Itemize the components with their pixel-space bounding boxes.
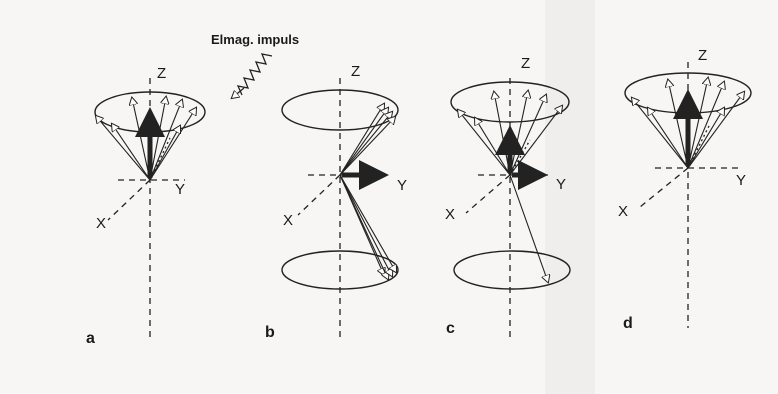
lower-cone-rim: [453, 250, 571, 290]
spin-vector: [475, 118, 511, 176]
x-axis: [465, 174, 511, 214]
spin-vector: [339, 104, 384, 176]
spin-vector: [339, 112, 392, 176]
dotted-vector: [687, 123, 711, 169]
pulse-label: Elmag. impuls: [211, 32, 299, 47]
panel-d: Z Y X d: [618, 47, 752, 332]
panel-a: Z Y X a: [86, 65, 206, 347]
y-axis-label: Y: [397, 177, 407, 194]
y-axis-label: Y: [556, 176, 566, 193]
spin-vector: [339, 174, 388, 279]
x-axis-label: X: [283, 212, 293, 229]
x-axis-label: X: [618, 203, 628, 220]
spin-vector: [668, 80, 689, 169]
spin-vector: [632, 98, 689, 169]
spin-vector: [687, 92, 744, 169]
spin-vector: [509, 174, 548, 282]
panel-label-a: a: [86, 330, 95, 347]
spin-vector: [339, 108, 388, 176]
z-axis-label: Z: [351, 63, 360, 80]
x-axis: [297, 174, 341, 216]
x-axis-label: X: [96, 215, 106, 232]
panel-label-b: b: [265, 324, 275, 341]
spin-vector: [687, 108, 724, 169]
spin-vector: [96, 116, 151, 181]
dotted-vector: [509, 139, 531, 176]
panel-b: Z Y X b: [265, 63, 407, 341]
spin-vector: [687, 78, 708, 169]
scan-shadow: [545, 0, 595, 394]
y-axis-label: Y: [736, 172, 746, 189]
spin-vector: [339, 174, 396, 272]
electromagnetic-pulse: Elmag. impuls: [211, 32, 299, 98]
x-axis-label: X: [445, 206, 455, 223]
pulse-direction-arrow: [232, 87, 245, 98]
y-axis-label: Y: [175, 181, 185, 198]
upper-cone-rim: [450, 81, 570, 123]
spin-vector: [149, 100, 182, 181]
z-axis-label: Z: [157, 65, 166, 82]
panel-label-c: c: [446, 320, 455, 337]
spin-vector: [339, 174, 392, 276]
spin-vector: [648, 108, 689, 169]
spin-vector: [149, 108, 196, 181]
z-axis-label: Z: [521, 55, 530, 72]
upper-cone-rim: [281, 89, 399, 131]
z-axis-label: Z: [698, 47, 707, 64]
lower-cone-rim: [281, 250, 399, 290]
spin-vector: [509, 95, 546, 176]
pulse-wave-zigzag: [236, 53, 273, 96]
spin-vector: [112, 124, 151, 181]
panel-label-d: d: [623, 315, 633, 332]
panel-c: Z Y X c: [445, 55, 571, 340]
spin-vector: [458, 110, 511, 176]
spin-vector: [687, 82, 724, 169]
spin-vector: [339, 117, 395, 176]
x-axis: [107, 179, 151, 221]
